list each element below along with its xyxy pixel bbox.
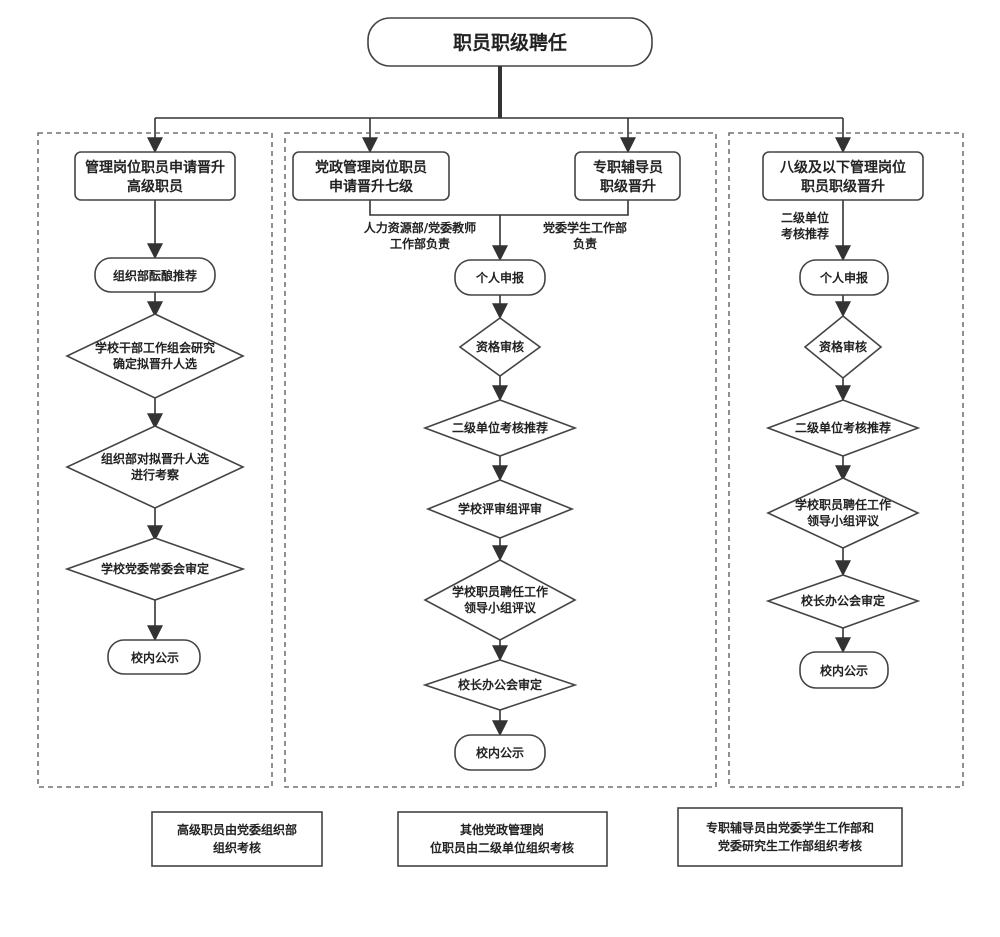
right-group — [728, 132, 964, 788]
svg-text:学校党委常委会审定: 学校党委常委会审定 — [101, 561, 209, 576]
left-step-recommend: 组织部酝酿推荐 — [94, 257, 216, 293]
right-step-unit-review: 二级单位考核推荐 — [765, 399, 921, 457]
svg-text:高级职员: 高级职员 — [127, 178, 183, 195]
svg-text:校内公示: 校内公示 — [476, 745, 524, 760]
svg-text:领导小组评议: 领导小组评议 — [807, 513, 880, 528]
svg-text:组织部对拟晋升人选: 组织部对拟晋升人选 — [101, 451, 209, 466]
svg-text:资格审核: 资格审核 — [819, 339, 867, 354]
right-step-publicize: 校内公示 — [799, 651, 889, 689]
svg-text:进行考察: 进行考察 — [131, 467, 180, 482]
right-step-president: 校长办公会审定 — [765, 574, 921, 629]
right-step-apply: 个人申报 — [799, 259, 889, 296]
svg-text:校长办公会审定: 校长办公会审定 — [458, 677, 542, 692]
svg-text:组织部酝酿推荐: 组织部酝酿推荐 — [113, 268, 197, 283]
svg-text:高级职员由党委组织部: 高级职员由党委组织部 — [177, 822, 297, 837]
left-group — [37, 132, 273, 788]
svg-text:学校职员聘任工作: 学校职员聘任工作 — [795, 497, 891, 512]
svg-text:二级单位考核推荐: 二级单位考核推荐 — [452, 420, 548, 435]
svg-text:确定拟晋升人选: 确定拟晋升人选 — [113, 356, 197, 371]
middle-group — [284, 132, 717, 788]
svg-text:组织考核: 组织考核 — [213, 840, 261, 855]
mid-step-publicize: 校内公示 — [454, 734, 546, 771]
mid-note-hr-2: 工作部负责 — [390, 236, 450, 251]
svg-text:校内公示: 校内公示 — [131, 650, 179, 665]
svg-text:党委研究生工作部组织考核: 党委研究生工作部组织考核 — [718, 838, 862, 853]
svg-text:专职辅导员: 专职辅导员 — [593, 159, 663, 176]
mid-note-hr: 人力资源部/党委教师 — [364, 220, 476, 235]
left-step-approve: 学校党委常委会审定 — [64, 537, 246, 601]
title: 职员职级聘任 — [453, 31, 567, 54]
svg-text:个人申报: 个人申报 — [475, 270, 524, 285]
svg-text:八级及以下管理岗位: 八级及以下管理岗位 — [779, 159, 906, 176]
svg-text:校长办公会审定: 校长办公会审定 — [801, 593, 885, 608]
svg-text:学校干部工作组会研究: 学校干部工作组会研究 — [95, 340, 215, 355]
mid-note-student: 党委学生工作部 — [543, 220, 627, 235]
svg-text:二级单位考核推荐: 二级单位考核推荐 — [795, 420, 891, 435]
right-step-qualify: 资格审核 — [803, 314, 883, 380]
right-note: 二级单位 — [781, 210, 829, 225]
svg-text:其他党政管理岗: 其他党政管理岗 — [460, 822, 544, 837]
mid-step-unit-review: 二级单位考核推荐 — [422, 399, 578, 457]
svg-text:个人申报: 个人申报 — [819, 270, 868, 285]
svg-text:领导小组评议: 领导小组评议 — [464, 600, 537, 615]
svg-text:校内公示: 校内公示 — [820, 663, 868, 678]
mid-note-student-2: 负责 — [573, 236, 597, 251]
svg-text:职级晋升: 职级晋升 — [600, 178, 656, 195]
svg-text:职员职级晋升: 职员职级晋升 — [801, 178, 885, 195]
right-note-2: 考核推荐 — [781, 226, 829, 241]
mid-step-panel-review: 学校评审组评审 — [425, 479, 575, 539]
svg-text:申请晋升七级: 申请晋升七级 — [329, 178, 414, 195]
mid-step-qualify: 资格审核 — [458, 317, 542, 377]
svg-text:学校评审组评审: 学校评审组评审 — [458, 501, 542, 516]
title-node: 职员职级聘任 — [367, 17, 653, 67]
svg-text:学校职员聘任工作: 学校职员聘任工作 — [452, 584, 548, 599]
svg-text:资格审核: 资格审核 — [476, 339, 524, 354]
svg-text:专职辅导员由党委学生工作部和: 专职辅导员由党委学生工作部和 — [706, 820, 874, 835]
svg-text:党政管理岗位职员: 党政管理岗位职员 — [315, 159, 427, 176]
mid-step-president: 校长办公会审定 — [422, 659, 578, 711]
mid-step-apply: 个人申报 — [454, 259, 546, 296]
svg-text:位职员由二级单位组织考核: 位职员由二级单位组织考核 — [430, 840, 574, 855]
svg-text:管理岗位职员申请晋升: 管理岗位职员申请晋升 — [85, 159, 225, 176]
connectors — [147, 118, 851, 737]
left-step-publicize: 校内公示 — [107, 639, 201, 675]
